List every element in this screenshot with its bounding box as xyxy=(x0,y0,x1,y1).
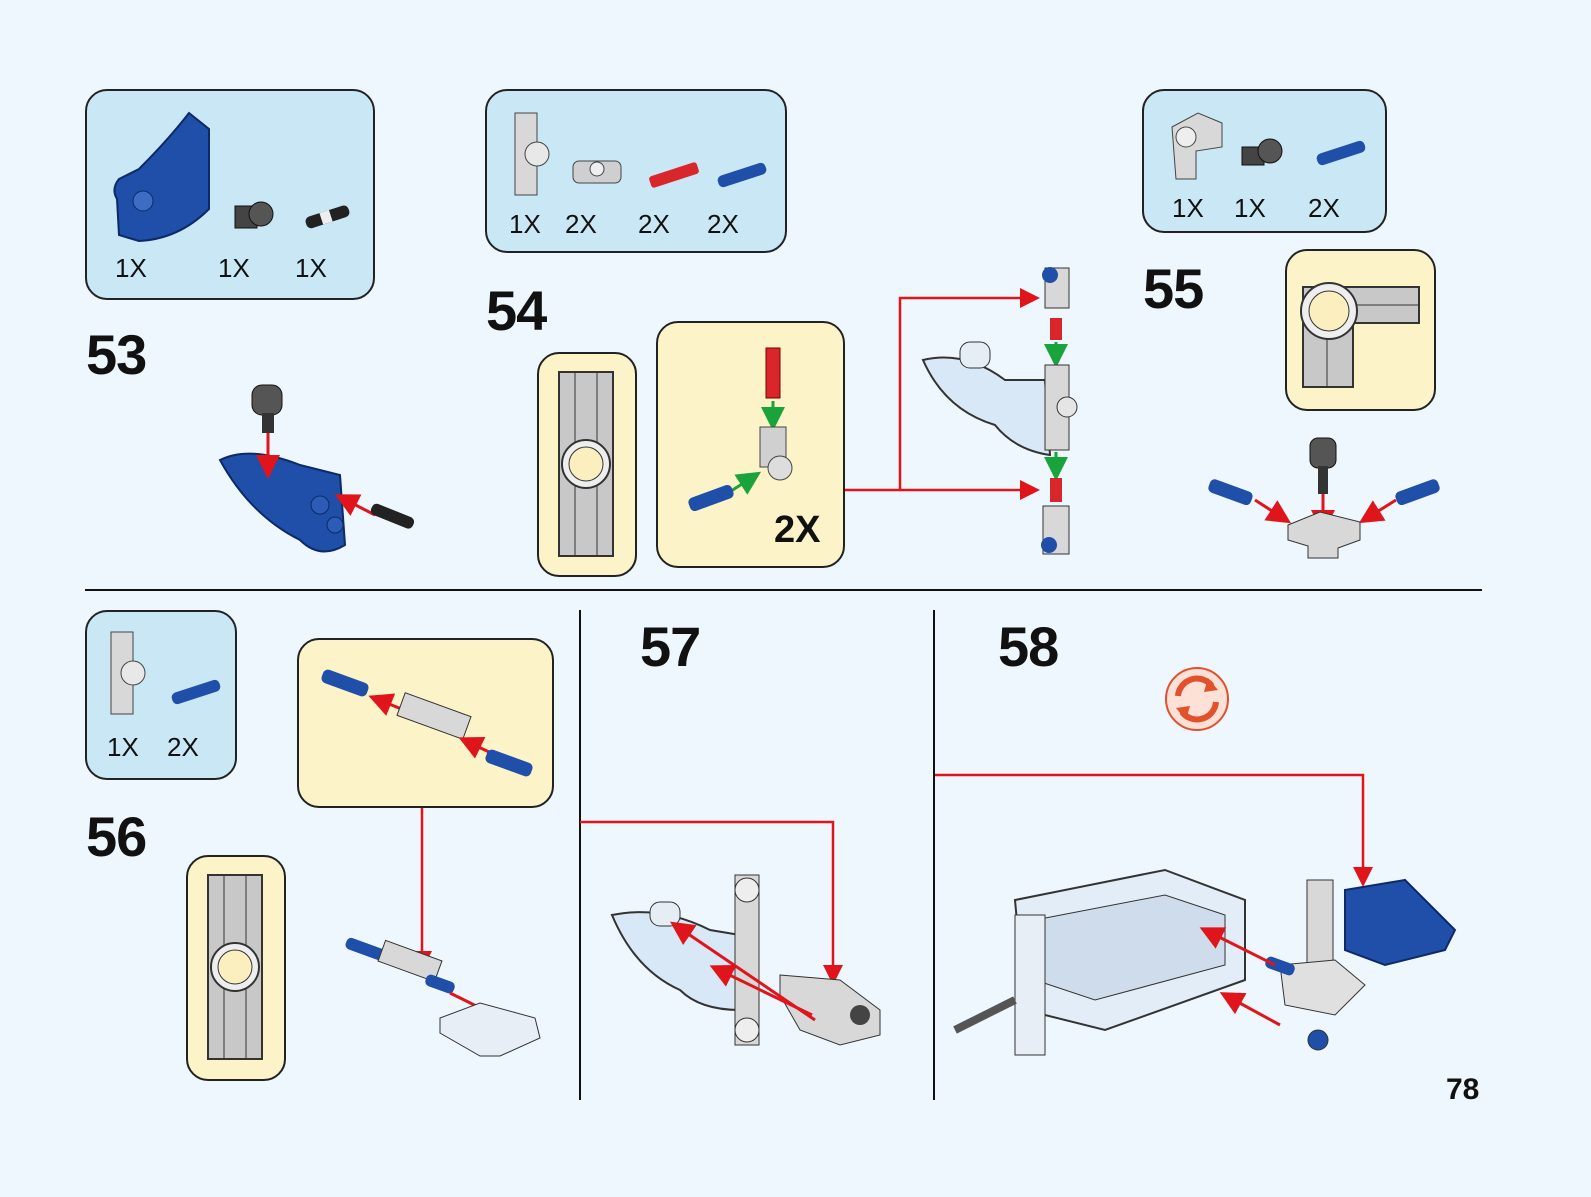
step-number: 58 xyxy=(998,615,1059,678)
part-quantity: 2X xyxy=(565,209,597,239)
part-quantity: 2X xyxy=(1308,193,1340,223)
callout-subassembly: 2X xyxy=(656,321,845,568)
step-58-assembly xyxy=(935,773,1457,1056)
axle-connector-part-icon xyxy=(514,112,550,196)
angle-connector-part-icon xyxy=(1171,112,1223,180)
part-quantity: 1X xyxy=(1234,193,1266,223)
page-number: 78 xyxy=(1446,1073,1480,1106)
dark-connector-part-icon xyxy=(234,201,274,229)
parts-box-step-56: 1X 2X xyxy=(85,610,237,780)
step-number: 53 xyxy=(86,323,147,386)
step-number: 55 xyxy=(1143,257,1204,320)
part-quantity: 1X xyxy=(1172,193,1204,223)
callout-angle-connector xyxy=(1285,249,1436,411)
section-divider-horizontal xyxy=(85,589,1482,591)
beam-end-view-icon xyxy=(207,874,263,1060)
pin-joiner-part-icon xyxy=(572,160,622,184)
blue-pin-part-icon xyxy=(1316,140,1366,166)
section-divider-vertical xyxy=(933,610,935,1100)
step-56-assembly xyxy=(345,808,541,1057)
callout-beam-length xyxy=(537,352,637,577)
rotate-model-icon xyxy=(1165,667,1229,731)
multiplier-label: 2X xyxy=(774,509,821,551)
part-quantity: 1X xyxy=(115,253,147,283)
part-quantity: 1X xyxy=(295,253,327,283)
blue-pin-part-icon xyxy=(171,679,221,705)
callout-subassembly xyxy=(297,638,554,808)
angle-connector-end-view-icon xyxy=(1300,282,1420,388)
step-number: 56 xyxy=(86,805,147,868)
subassembly-diagram xyxy=(321,669,533,777)
parts-box-step-53: 1X 1X 1X xyxy=(85,89,375,300)
step-53-assembly xyxy=(218,384,415,553)
blue-pin-part-icon xyxy=(717,162,767,188)
part-quantity: 1X xyxy=(509,209,541,239)
step-number: 57 xyxy=(640,615,701,678)
part-quantity: 2X xyxy=(167,732,199,762)
section-divider-vertical xyxy=(579,610,581,1100)
step-54-assembly xyxy=(845,267,1078,555)
part-quantity: 1X xyxy=(107,732,139,762)
step-number: 54 xyxy=(486,279,547,342)
part-quantity: 2X xyxy=(707,209,739,239)
part-quantity: 1X xyxy=(218,253,250,283)
parts-box-step-54: 1X 2X 2X 2X xyxy=(485,89,787,253)
step-55-assembly xyxy=(1208,437,1440,559)
step-57-assembly xyxy=(580,820,881,1046)
subassembly-diagram xyxy=(688,347,793,512)
callout-beam-length xyxy=(186,855,286,1081)
blue-panel-part-icon xyxy=(113,111,210,243)
dark-connector-part-icon xyxy=(1241,138,1283,166)
beam-end-view-icon xyxy=(558,371,614,557)
red-axle-pin-part-icon xyxy=(649,162,699,188)
axle-connector-part-icon xyxy=(110,631,146,715)
part-quantity: 2X xyxy=(638,209,670,239)
parts-box-step-55: 1X 1X 2X xyxy=(1142,89,1387,233)
pin-part-icon xyxy=(305,205,350,229)
